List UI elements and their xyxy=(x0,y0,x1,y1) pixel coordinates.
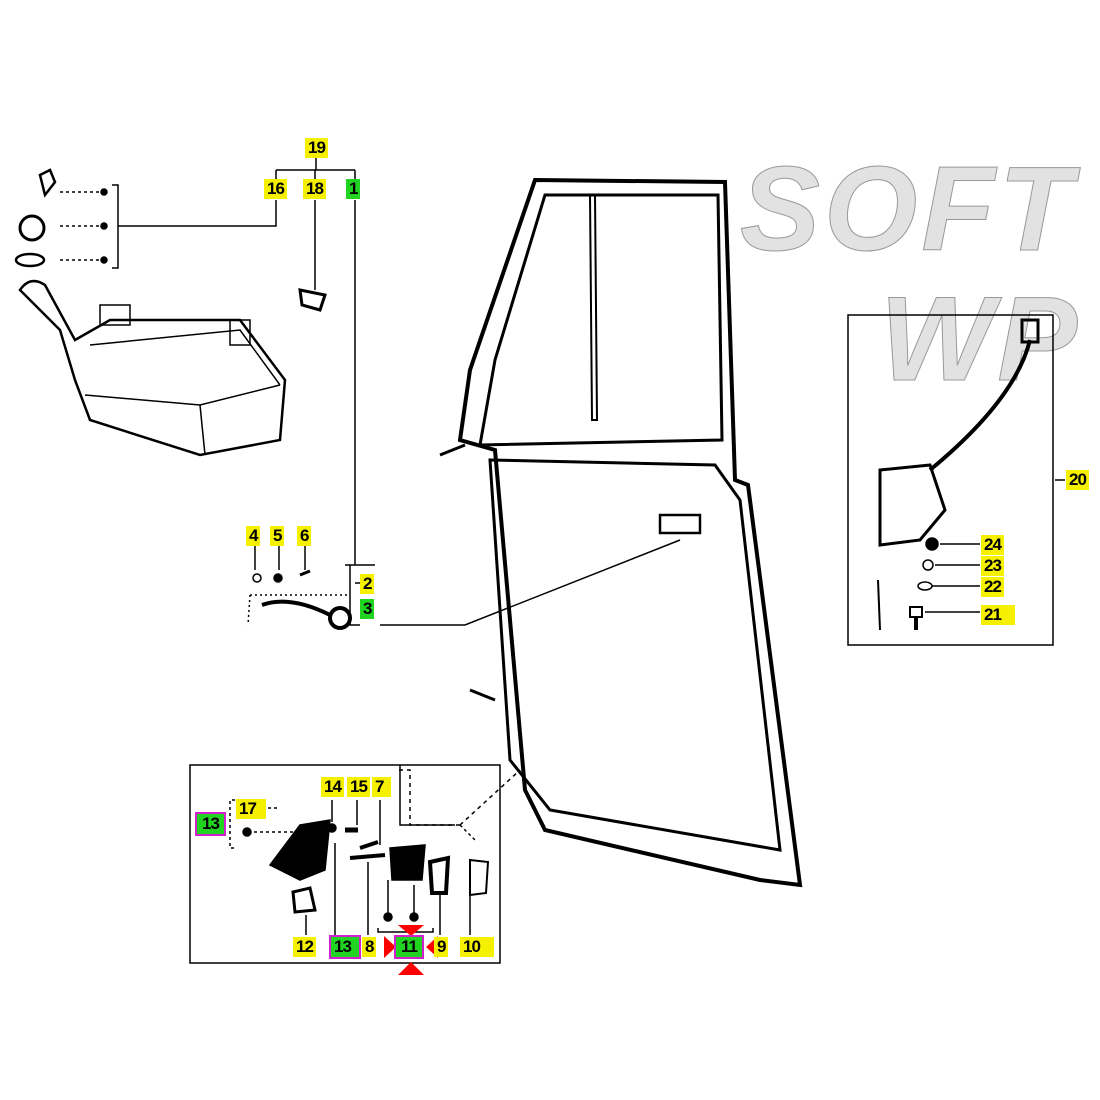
callout-2[interactable]: 2 xyxy=(360,574,375,594)
watermark-line1: SOFT xyxy=(740,142,1076,277)
callout-21[interactable]: 21 xyxy=(981,605,1015,625)
callout-6[interactable]: 6 xyxy=(297,526,312,546)
callout-17[interactable]: 17 xyxy=(236,799,266,819)
fuel-tank xyxy=(18,279,287,457)
callout-13-bottom[interactable]: 13 xyxy=(329,935,361,959)
callout-24[interactable]: 24 xyxy=(981,535,1004,555)
callout-23[interactable]: 23 xyxy=(981,556,1004,576)
callout-9[interactable]: 9 xyxy=(434,937,449,957)
callout-15[interactable]: 15 xyxy=(347,777,370,797)
callout-1[interactable]: 1 xyxy=(346,179,361,199)
callout-5[interactable]: 5 xyxy=(270,526,285,546)
callout-10[interactable]: 10 xyxy=(460,937,494,957)
callout-20[interactable]: 20 xyxy=(1066,470,1089,490)
callout-4[interactable]: 4 xyxy=(246,526,261,546)
callout-7[interactable]: 7 xyxy=(372,777,392,797)
watermark-line2: WP xyxy=(879,272,1082,407)
callout-16[interactable]: 16 xyxy=(264,179,287,199)
callout-8[interactable]: 8 xyxy=(362,937,377,957)
callout-18[interactable]: 18 xyxy=(303,179,326,199)
door xyxy=(439,177,803,888)
callout-3[interactable]: 3 xyxy=(360,599,375,619)
callout-14[interactable]: 14 xyxy=(321,777,344,797)
callout-19[interactable]: 19 xyxy=(305,138,328,158)
fuel-cap-parts xyxy=(14,168,277,269)
callout-11-selected[interactable]: 11 xyxy=(394,935,424,959)
callout-12[interactable]: 12 xyxy=(293,937,316,957)
callout-22[interactable]: 22 xyxy=(981,577,1004,597)
callout-13-left[interactable]: 13 xyxy=(195,812,226,836)
